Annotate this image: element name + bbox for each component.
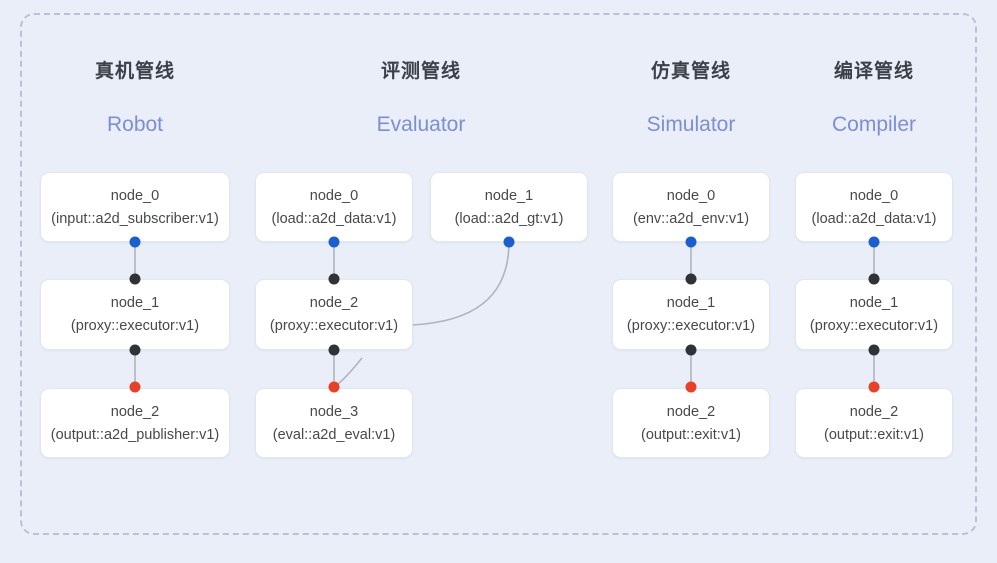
node-id: node_2 (110, 403, 160, 420)
node-type: (proxy::executor:v1) (809, 318, 939, 334)
node-type: (proxy::executor:v1) (70, 318, 200, 334)
port-out-robot-node_0[interactable] (129, 236, 141, 248)
port-out-evaluator-node_1[interactable] (503, 236, 515, 248)
port-out-evaluator-node_2[interactable] (328, 344, 340, 356)
port-out-compiler-node_0[interactable] (868, 236, 880, 248)
port-in-robot-node_2[interactable] (129, 381, 141, 393)
node-type: (output::exit:v1) (641, 426, 741, 443)
node-card-evaluator-node_3[interactable]: node_3 (eval::a2d_eval:v1) (255, 388, 413, 458)
node-id: node_1 (666, 295, 716, 311)
port-out-simulator-node_0[interactable] (685, 236, 697, 248)
port-out-simulator-node_1[interactable] (685, 344, 697, 356)
node-type: (input::a2d_subscriber:v1) (51, 210, 219, 227)
node-card-compiler-node_0[interactable]: node_0 (load::a2d_data:v1) (795, 172, 953, 242)
node-type: (eval::a2d_eval:v1) (272, 426, 396, 443)
port-in-simulator-node_2[interactable] (685, 381, 697, 393)
node-id: node_2 (666, 403, 716, 420)
node-id: node_2 (849, 403, 899, 420)
port-out-compiler-node_1[interactable] (868, 344, 880, 356)
node-type: (load::a2d_gt:v1) (454, 210, 564, 227)
node-type: (output::exit:v1) (824, 426, 924, 443)
node-id: node_0 (110, 187, 160, 204)
node-id: node_0 (849, 187, 899, 204)
node-type: (load::a2d_data:v1) (811, 210, 937, 227)
node-id: node_1 (849, 295, 899, 311)
node-type: (proxy::executor:v1) (269, 318, 399, 334)
port-in-evaluator-node_3[interactable] (328, 381, 340, 393)
node-id: node_0 (309, 187, 359, 204)
node-card-robot-node_2[interactable]: node_2 (output::a2d_publisher:v1) (40, 388, 230, 458)
node-type: (proxy::executor:v1) (626, 318, 756, 334)
node-card-robot-node_0[interactable]: node_0 (input::a2d_subscriber:v1) (40, 172, 230, 242)
node-id: node_0 (666, 187, 716, 204)
node-card-evaluator-node_0[interactable]: node_0 (load::a2d_data:v1) (255, 172, 413, 242)
node-card-evaluator-node_2[interactable]: node_2 (proxy::executor:v1) (255, 279, 413, 350)
node-id: node_3 (309, 403, 359, 420)
node-card-simulator-node_1[interactable]: node_1 (proxy::executor:v1) (612, 279, 770, 350)
port-out-robot-node_1[interactable] (129, 344, 141, 356)
node-card-robot-node_1[interactable]: node_1 (proxy::executor:v1) (40, 279, 230, 350)
port-in-simulator-node_1[interactable] (685, 273, 697, 285)
node-card-compiler-node_2[interactable]: node_2 (output::exit:v1) (795, 388, 953, 458)
node-id: node_2 (309, 295, 359, 311)
node-id: node_1 (110, 295, 160, 311)
node-type: (load::a2d_data:v1) (271, 210, 397, 227)
port-out-evaluator-node_0[interactable] (328, 236, 340, 248)
node-card-compiler-node_1[interactable]: node_1 (proxy::executor:v1) (795, 279, 953, 350)
pipeline-group-frame (20, 13, 977, 535)
port-in-evaluator-node_2[interactable] (328, 273, 340, 285)
node-type: (output::a2d_publisher:v1) (50, 426, 220, 443)
node-id: node_1 (484, 187, 534, 204)
node-card-evaluator-node_1[interactable]: node_1 (load::a2d_gt:v1) (430, 172, 588, 242)
port-in-compiler-node_2[interactable] (868, 381, 880, 393)
node-card-simulator-node_0[interactable]: node_0 (env::a2d_env:v1) (612, 172, 770, 242)
node-type: (env::a2d_env:v1) (632, 210, 750, 227)
node-card-simulator-node_2[interactable]: node_2 (output::exit:v1) (612, 388, 770, 458)
port-in-compiler-node_1[interactable] (868, 273, 880, 285)
port-in-robot-node_1[interactable] (129, 273, 141, 285)
